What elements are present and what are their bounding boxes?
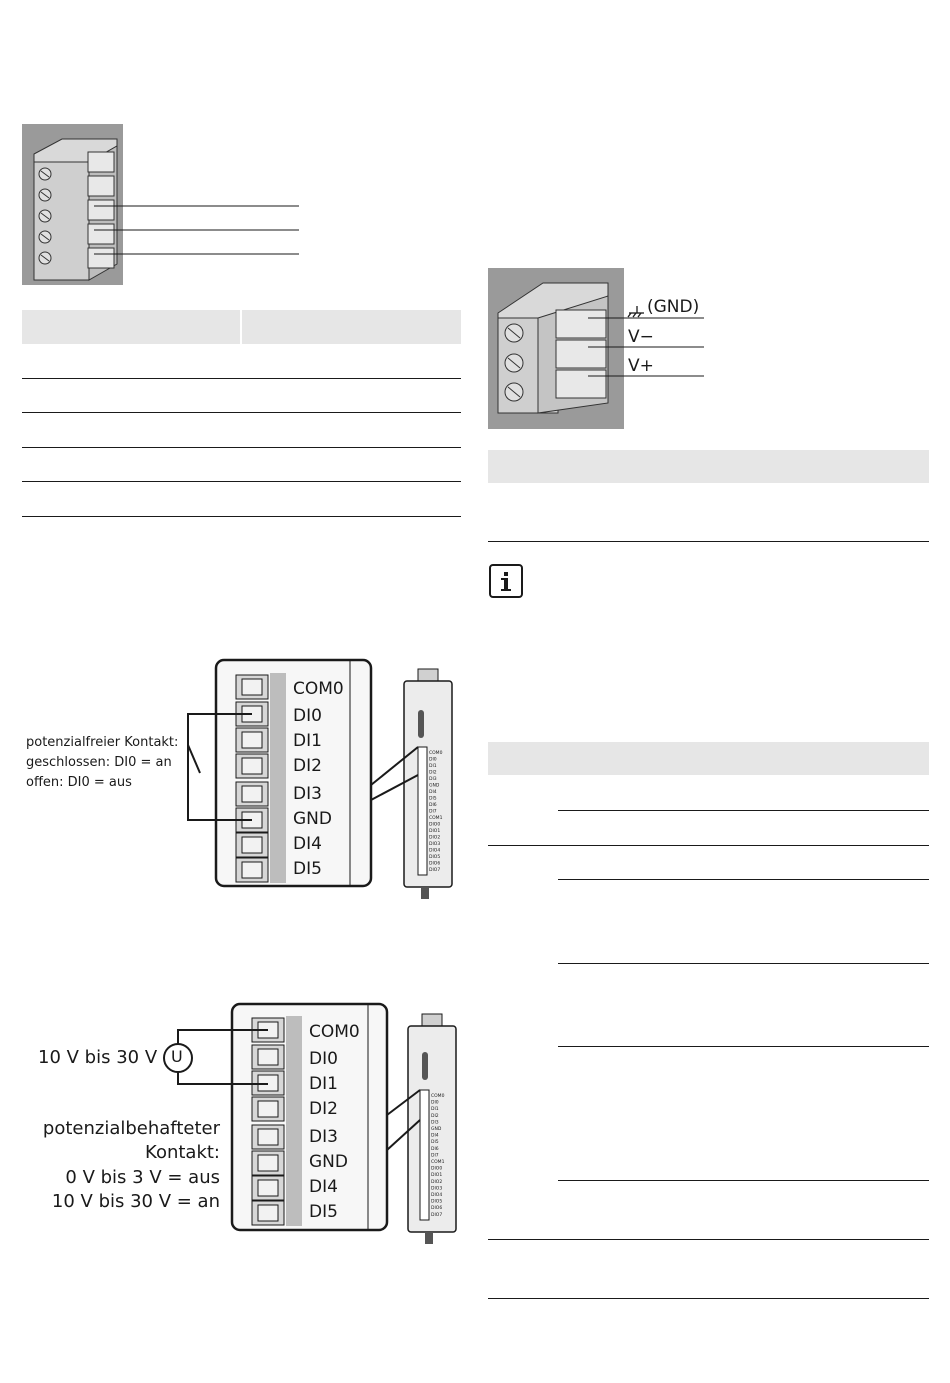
module-terminal-label: DI3 (429, 776, 437, 782)
gnd-label: (GND) (647, 297, 700, 317)
module-terminal-label: DI7 (431, 1152, 439, 1158)
module-terminal-label: DIO4 (431, 1192, 442, 1198)
three-pin-power-connector-figure: (GND) V− V+ (488, 268, 713, 430)
module-terminal-label: DI4 (429, 789, 437, 795)
table-row-divider (22, 516, 461, 517)
table-subrow-divider (558, 963, 929, 964)
module-terminal-label: COM0 (431, 1093, 445, 1099)
terminal-label: DI1 (309, 1074, 338, 1094)
module-terminal-label: GND (429, 783, 440, 789)
terminal-label: COM0 (309, 1022, 360, 1042)
module-terminal-label: DIO1 (429, 828, 440, 834)
vminus-label: V− (628, 327, 654, 347)
module-terminal-label: DI5 (429, 796, 437, 802)
module-terminal-label: DIO0 (431, 1166, 442, 1172)
module-terminal-label: DIO1 (431, 1172, 442, 1178)
module-terminal-label: DI6 (431, 1146, 439, 1152)
module-terminal-label: COM1 (431, 1159, 445, 1165)
figure-caption: offen: DI0 = aus (26, 775, 132, 790)
module-terminal-label: DI2 (429, 770, 437, 776)
figure-caption: Kontakt: (145, 1142, 220, 1163)
module-terminal-label: DIO6 (429, 861, 440, 867)
module-terminal-label: DIO7 (429, 867, 440, 873)
module-terminal-label: DIO5 (429, 854, 440, 860)
voltage-label: 10 V bis 30 V (38, 1047, 158, 1068)
module-terminal-label: DIO7 (431, 1212, 442, 1218)
module-terminal-label: DIO3 (431, 1185, 442, 1191)
terminal-label: COM0 (293, 679, 344, 699)
info-icon (489, 564, 523, 598)
figure-caption: potenzialbehafteter (42, 1118, 220, 1139)
figure-caption: 0 V bis 3 V = aus (65, 1167, 220, 1188)
module-terminal-label: DIO0 (429, 822, 440, 828)
terminal-label: DI5 (309, 1202, 338, 1222)
terminal-label: DI0 (309, 1049, 338, 1069)
figure-caption: geschlossen: DI0 = an (26, 755, 172, 770)
table-row-divider (488, 1298, 929, 1299)
terminal-label: DI0 (293, 706, 322, 726)
module-terminal-label: DI1 (431, 1106, 439, 1112)
table-header-right-2 (488, 742, 929, 775)
vplus-label: V+ (628, 356, 654, 376)
module-terminal-label: DI0 (431, 1100, 439, 1106)
table-subrow-divider (558, 1180, 929, 1181)
figure-caption: 10 V bis 30 V = an (51, 1191, 220, 1212)
table-subrow-divider (558, 810, 929, 811)
terminal-label: DI5 (293, 859, 322, 879)
table-subrow-divider (558, 1046, 929, 1047)
module-terminal-label: DIO2 (431, 1179, 442, 1185)
module-terminal-label: DI1 (429, 763, 437, 769)
module-terminal-label: COM1 (429, 815, 443, 821)
table-row-divider (22, 378, 461, 379)
module-terminal-label: DIO2 (429, 835, 440, 841)
table-row-divider (22, 412, 461, 413)
table-row-divider (488, 1239, 929, 1240)
module-terminal-label: DI2 (431, 1113, 439, 1119)
module-terminal-label: DI6 (429, 802, 437, 808)
terminal-label: DI3 (309, 1127, 338, 1147)
table-row-divider (488, 541, 929, 542)
table-subrow-divider (558, 879, 929, 880)
module-terminal-label: DIO5 (431, 1199, 442, 1205)
voltage-source-symbol: U (171, 1047, 183, 1066)
table-header-right (488, 450, 929, 483)
module-terminal-label: DIO4 (429, 848, 440, 854)
module-terminal-label: DI5 (431, 1139, 439, 1145)
module-terminal-label: DIO3 (429, 841, 440, 847)
figure-caption: potenzialfreier Kontakt: (26, 735, 179, 750)
module-terminal-label: COM0 (429, 750, 443, 756)
module-terminal-label: DI0 (429, 757, 437, 763)
table-header-divider (240, 310, 242, 344)
module-terminal-label: DIO6 (431, 1205, 442, 1211)
terminal-label: GND (309, 1152, 348, 1172)
table-row-divider (22, 447, 461, 448)
module-terminal-label: DI3 (431, 1119, 439, 1125)
terminal-label: DI4 (293, 834, 322, 854)
terminal-label: DI2 (309, 1099, 338, 1119)
terminal-label: GND (293, 809, 332, 829)
module-terminal-label: DI4 (431, 1133, 439, 1139)
five-pin-connector-figure (22, 124, 312, 286)
terminal-label: DI4 (309, 1177, 338, 1197)
module-terminal-label: GND (431, 1126, 442, 1132)
terminal-label: DI1 (293, 731, 322, 751)
table-row-divider (488, 845, 929, 846)
table-row-divider (22, 481, 461, 482)
module-terminal-label: DI7 (429, 809, 437, 815)
terminal-label: DI3 (293, 784, 322, 804)
terminal-label: DI2 (293, 756, 322, 776)
